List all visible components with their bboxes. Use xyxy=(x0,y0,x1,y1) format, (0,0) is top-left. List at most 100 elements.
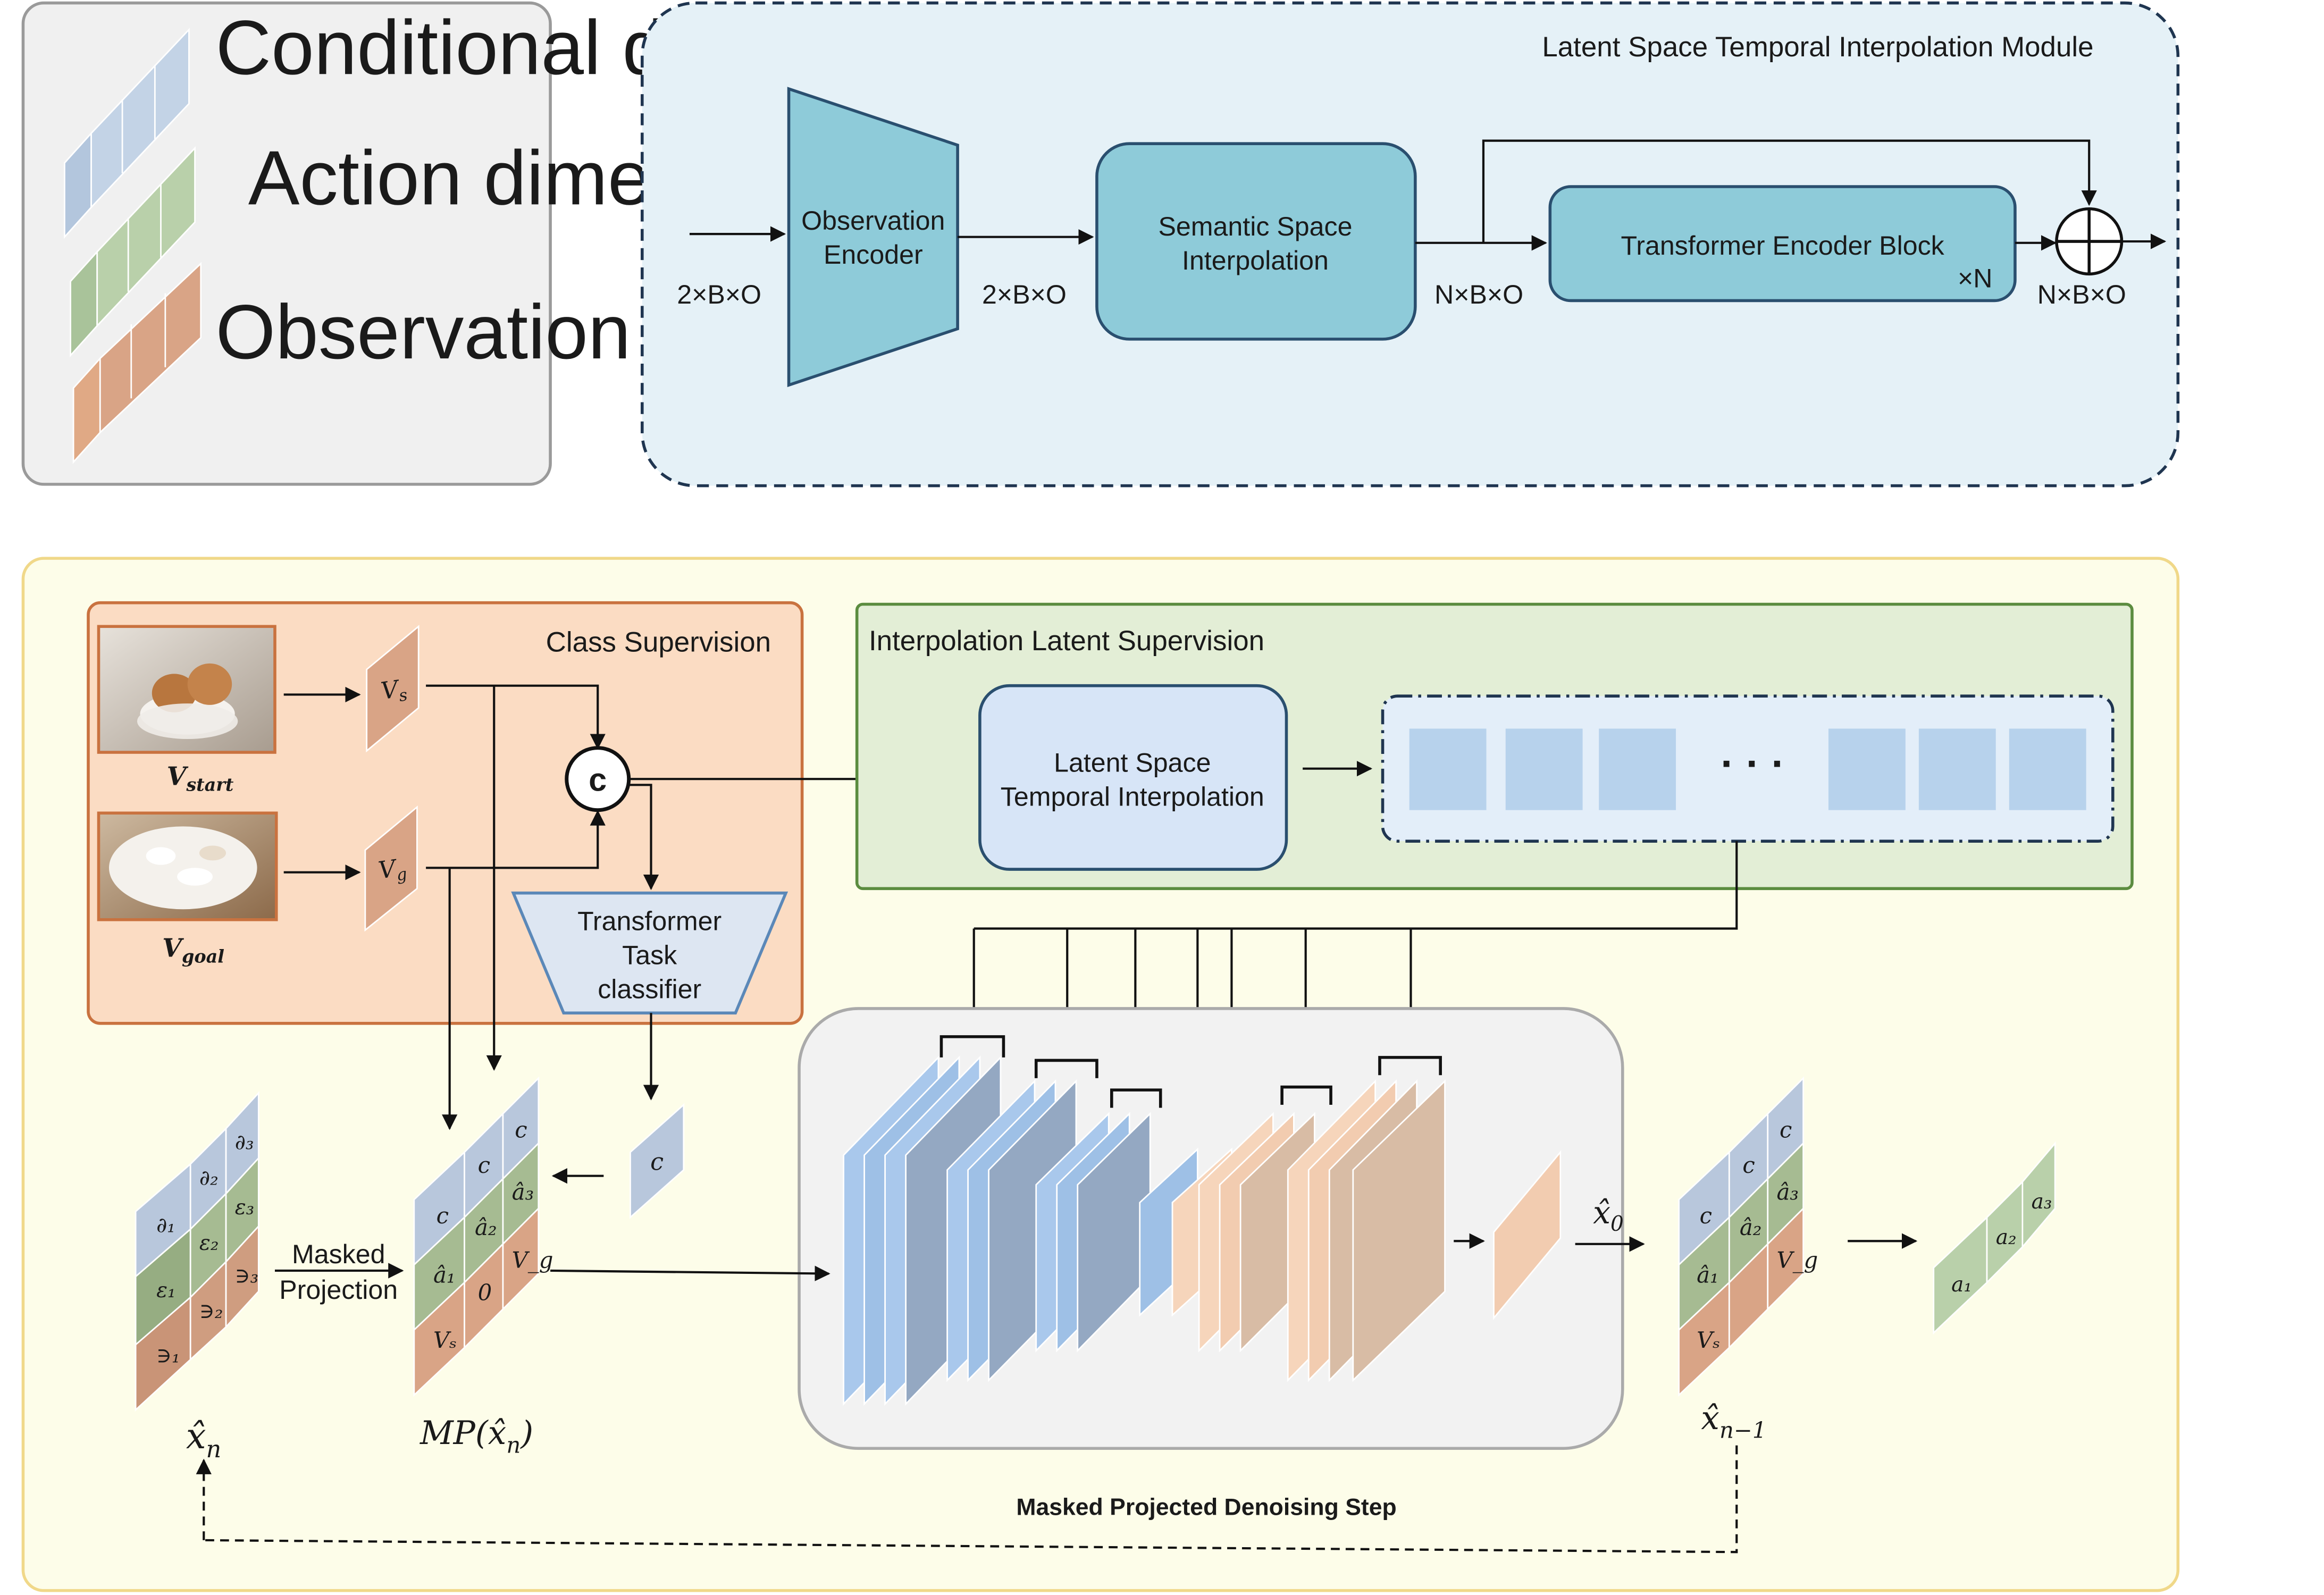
x0-label: x̂0 xyxy=(1593,1195,1624,1236)
svg-text:∂₃: ∂₃ xyxy=(235,1131,254,1155)
svg-text:ε₂: ε₂ xyxy=(199,1231,219,1255)
times-n-label: ×N xyxy=(1958,263,1992,293)
class-supervision-panel: Class Supervision Vstart Vgoal Vs xyxy=(87,601,804,1025)
latent-frame xyxy=(1828,728,1906,810)
svg-text:â₂: â₂ xyxy=(1740,1214,1762,1240)
latent-frame xyxy=(1409,728,1487,810)
interp-supervision-title: Interpolation Latent Supervision xyxy=(869,625,1264,657)
denoising-caption: Masked Projected Denoising Step xyxy=(1016,1495,1396,1521)
action-output-tensor: a₁ a₂ a₃ xyxy=(1933,1141,2056,1335)
classifier-line3: classifier xyxy=(598,974,701,1004)
obs-encoder-line2: Encoder xyxy=(824,240,923,270)
latent-frame xyxy=(1505,728,1583,810)
v-start-label: Vstart xyxy=(167,762,234,795)
svg-text:∋₃: ∋₃ xyxy=(235,1264,259,1288)
transformer-label: Transformer Encoder Block xyxy=(1621,231,1945,261)
xn-tensor: ∂₁ ∂₂ ∂₃ ε₁ ε₂ ε₃ ∋₁ ∋₂ ∋₃ xyxy=(135,1091,259,1412)
skip-connection-arrow xyxy=(1482,139,2097,243)
svg-text:â₁: â₁ xyxy=(433,1262,456,1288)
latent-frame xyxy=(1918,728,1996,810)
svg-text:Vₛ: Vₛ xyxy=(433,1327,457,1353)
dim-interp-label: N×B×O xyxy=(1434,280,1523,309)
concat-to-classifier-arrow xyxy=(628,784,659,891)
latent-frame xyxy=(2009,728,2086,810)
module-title: Latent Space Temporal Interpolation Modu… xyxy=(1542,31,2093,63)
obs-encoder-line1: Observation xyxy=(801,206,945,236)
unet-output-slab xyxy=(1493,1150,1562,1320)
task-classifier-block: Transformer Task classifier xyxy=(511,891,788,1015)
transformer-encoder-block: Transformer Encoder Block ×N xyxy=(1548,185,2017,303)
masked-projection-line2: Projection xyxy=(279,1275,398,1305)
vs-to-concat-arrow xyxy=(426,684,606,750)
svg-text:c: c xyxy=(478,1152,490,1178)
xn-tensor-symbols: ∂₁ ∂₂ ∂₃ ε₁ ε₂ ε₃ ∋₁ ∋₂ ∋₃ xyxy=(156,1131,258,1368)
classifier-line2: Task xyxy=(622,940,677,970)
mp-to-unet-arrow xyxy=(550,1265,830,1281)
svg-text:a₃: a₃ xyxy=(2032,1190,2052,1214)
svg-text:∋₁: ∋₁ xyxy=(156,1344,180,1368)
latent-interp-line1: Latent Space xyxy=(1054,748,1211,777)
svg-text:∋₂: ∋₂ xyxy=(199,1299,223,1323)
concat-label: c xyxy=(589,761,607,797)
semantic-interpolation-block: Semantic Space Interpolation xyxy=(1095,142,1417,341)
interp-supervision-panel: Interpolation Latent Supervision Latent … xyxy=(855,602,2134,891)
action-swatch-icon xyxy=(70,146,196,358)
class-supervision-title: Class Supervision xyxy=(546,627,771,658)
svg-text:a₂: a₂ xyxy=(1996,1225,2017,1249)
svg-text:ε₁: ε₁ xyxy=(156,1279,176,1303)
semantic-line1: Semantic Space xyxy=(1158,212,1352,241)
masked-projection-line1: Masked xyxy=(292,1239,385,1269)
svg-text:â₁: â₁ xyxy=(1697,1262,1719,1288)
latent-frame xyxy=(1599,728,1676,810)
add-node-icon xyxy=(2055,207,2124,276)
svg-text:a₁: a₁ xyxy=(1951,1273,1972,1297)
observation-swatch-icon xyxy=(72,262,202,464)
svg-text:∂₁: ∂₁ xyxy=(156,1214,175,1238)
vg-token: Vg xyxy=(364,805,418,932)
svg-text:â₃: â₃ xyxy=(512,1179,534,1205)
class-token: c xyxy=(630,1103,685,1219)
svg-text:â₂: â₂ xyxy=(475,1214,497,1240)
action-output-symbols: a₁ a₂ a₃ xyxy=(1951,1190,2052,1297)
start-image xyxy=(97,625,276,754)
v-goal-label: Vgoal xyxy=(162,934,224,967)
dim-output-label: N×B×O xyxy=(2037,280,2126,309)
svg-text:c: c xyxy=(515,1116,527,1143)
svg-text:V_g: V_g xyxy=(1776,1247,1818,1273)
dim-encoder-label: 2×B×O xyxy=(982,280,1067,309)
svg-text:c: c xyxy=(1742,1152,1755,1178)
unet-encoder-layers xyxy=(843,1055,1198,1406)
mp-label: MP(x̂n) xyxy=(420,1414,533,1458)
latent-interp-line2: Temporal Interpolation xyxy=(1001,782,1264,811)
latent-ellipsis: · · · xyxy=(1721,740,1785,786)
svg-text:c: c xyxy=(1780,1116,1792,1143)
unet-denoiser xyxy=(798,1007,1624,1450)
semantic-line2: Interpolation xyxy=(1182,246,1329,275)
dim-input-label: 2×B×O xyxy=(677,280,761,309)
svg-text:c: c xyxy=(1700,1203,1712,1229)
svg-text:∂₂: ∂₂ xyxy=(199,1166,219,1190)
svg-text:ε₃: ε₃ xyxy=(235,1196,255,1220)
svg-text:â₃: â₃ xyxy=(1776,1179,1799,1205)
svg-text:0: 0 xyxy=(478,1280,492,1306)
latent-interp-block: Latent Space Temporal Interpolation xyxy=(978,684,1288,871)
svg-text:c: c xyxy=(437,1203,449,1229)
concat-node: c xyxy=(565,746,631,812)
vs-token: Vs xyxy=(366,625,420,753)
classifier-line1: Transformer xyxy=(577,906,721,936)
latent-sequence: · · · xyxy=(1381,694,2115,843)
goal-image xyxy=(97,811,278,921)
xn1-label: x̂n−1 xyxy=(1701,1399,1766,1443)
xn-label: x̂n xyxy=(186,1415,221,1463)
unet-decoder-layers xyxy=(1171,1079,1446,1382)
observation-encoder-block: Observation Encoder xyxy=(787,87,959,388)
svg-text:Vₛ: Vₛ xyxy=(1697,1327,1720,1353)
conditional-swatch-icon xyxy=(64,28,190,239)
svg-text:V_g: V_g xyxy=(512,1247,553,1273)
unet-brackets xyxy=(939,1035,1442,1108)
class-token-label: c xyxy=(650,1148,664,1176)
